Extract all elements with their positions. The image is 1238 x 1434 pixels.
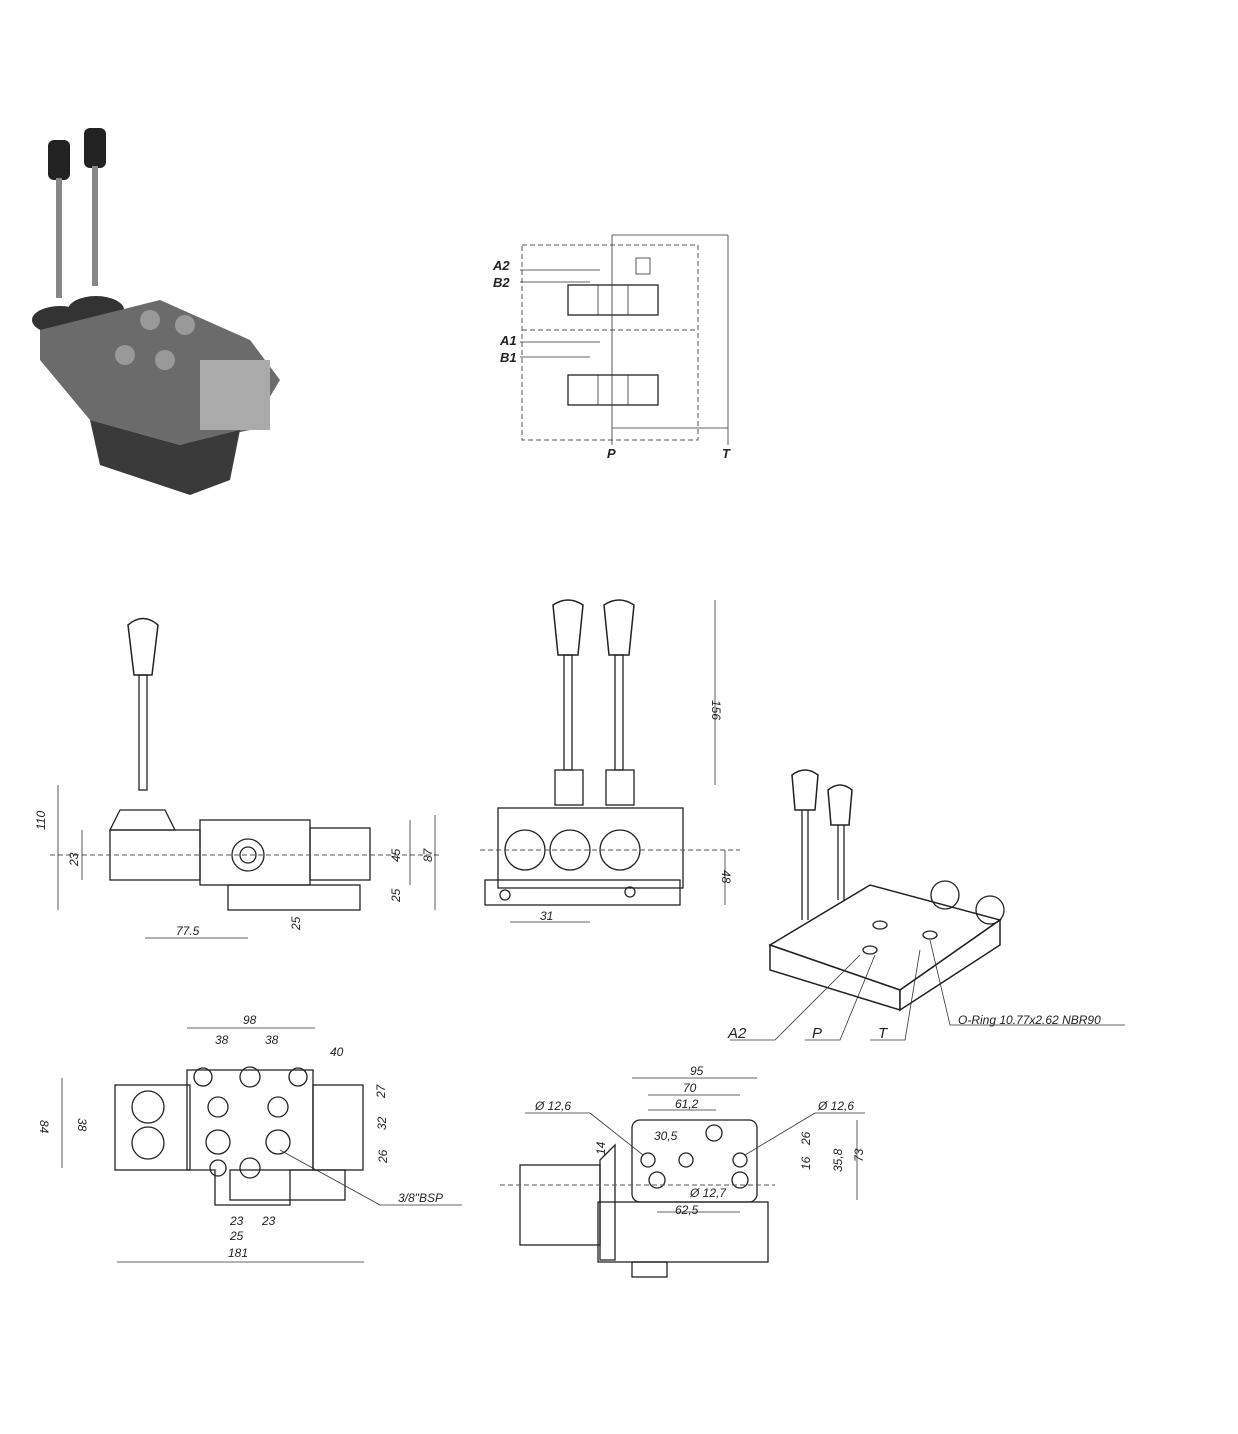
dim-70: 70 [683, 1081, 697, 1095]
dim-dia-12-7: Ø 12,7 [689, 1186, 727, 1200]
dim-26: 26 [376, 1149, 390, 1164]
dim-25-a: 25 [289, 916, 303, 931]
dim-31: 31 [540, 909, 553, 923]
dim-45: 45 [389, 848, 403, 862]
side-view-drawing: 110 23 77.5 25 45 87 25 [34, 617, 440, 939]
dim-23-b: 23 [261, 1214, 276, 1228]
port-label-b1: B1 [500, 350, 517, 365]
iso-label-t: T [878, 1025, 889, 1042]
dim-30-5: 30,5 [654, 1129, 678, 1143]
dim-dia-12-6-left: Ø 12,6 [534, 1099, 571, 1113]
port-label-a1: A1 [499, 333, 517, 348]
dim-110: 110 [34, 811, 48, 830]
port-label-a2: A2 [492, 258, 510, 273]
dim-38-a: 38 [215, 1033, 229, 1047]
dim-95: 95 [690, 1064, 704, 1078]
dim-73: 73 [852, 1148, 866, 1162]
dim-98: 98 [243, 1013, 257, 1027]
front-view-drawing: 156 48 31 [480, 599, 740, 923]
dim-25: 25 [229, 1229, 244, 1243]
top-view-drawing: 98 38 38 40 84 38 27 32 26 23 23 25 181 … [37, 1013, 462, 1263]
dim-181: 181 [228, 1246, 248, 1260]
dim-23-a: 23 [229, 1214, 244, 1228]
dim-87: 87 [421, 847, 435, 862]
isometric-view-drawing: A2 P T O-Ring 10.77x2.62 NBR90 [727, 769, 1125, 1042]
dim-23: 23 [67, 852, 81, 867]
port-label-t: T [722, 446, 731, 461]
port-label-b2: B2 [493, 275, 510, 290]
dim-dia-12-6-right: Ø 12,6 [817, 1099, 854, 1113]
dim-62-5: 62,5 [675, 1203, 699, 1217]
iso-label-p: P [812, 1025, 822, 1042]
iso-label-a2: A2 [727, 1025, 747, 1042]
callout-bsp: 3/8"BSP [398, 1191, 443, 1205]
dim-14: 14 [594, 1141, 608, 1155]
dim-26: 26 [799, 1131, 813, 1146]
dim-156: 156 [709, 700, 723, 720]
dim-38-b: 38 [265, 1033, 279, 1047]
dim-38-c: 38 [75, 1118, 89, 1132]
dim-27: 27 [374, 1083, 388, 1099]
valve-product-photo [32, 128, 280, 495]
dim-48: 48 [719, 870, 733, 884]
dim-84: 84 [37, 1120, 51, 1134]
port-label-p: P [607, 446, 616, 461]
dim-25-b: 25 [389, 888, 403, 903]
dim-16: 16 [799, 1156, 813, 1170]
dim-77-5: 77.5 [176, 924, 200, 938]
iso-label-oring: O-Ring 10.77x2.62 NBR90 [958, 1013, 1101, 1027]
bottom-view-drawing: 95 70 61,2 Ø 12,6 Ø 12,6 30,5 14 26 16 3… [500, 1064, 866, 1278]
dim-61-2: 61,2 [675, 1097, 699, 1111]
dim-40: 40 [330, 1045, 344, 1059]
hydraulic-schematic: A2 B2 A1 B1 P T [492, 234, 731, 461]
dim-32: 32 [375, 1116, 389, 1130]
dim-35-8: 35,8 [831, 1148, 845, 1172]
